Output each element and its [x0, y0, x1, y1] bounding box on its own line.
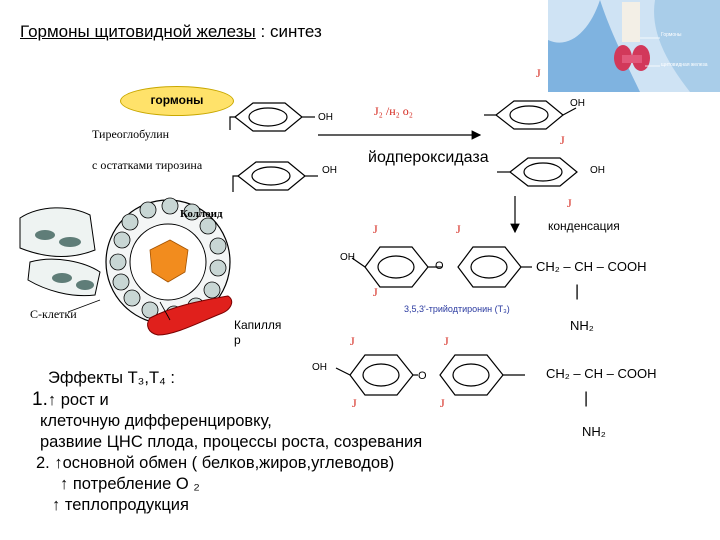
benzene-ring-4 [497, 157, 578, 187]
capillary-label-2: р [234, 333, 241, 347]
t3-o-bridge: О [435, 260, 444, 272]
effects-item1-c: развиие ЦНС плода, процессы роста, созре… [40, 433, 423, 451]
t4-oh: ОН [312, 362, 327, 373]
t4-iodine-a: J [350, 334, 355, 348]
benzene-ring-2 [232, 161, 318, 192]
effects-item4: ↑ теплопродукция [52, 496, 189, 514]
colloid-label: Коллоид [180, 208, 223, 220]
benzene-ring-1 [229, 102, 315, 132]
effects-list: Эффекты Т₃,Т₄ : 1.↑ рост и клеточную диф… [32, 368, 423, 516]
effects-item3: ↑ потребление О ₂ [60, 475, 200, 493]
t3-nh2: NH₂ [570, 318, 594, 333]
effects-item2: 2. ↑основной обмен ( белков,жиров,углево… [36, 454, 395, 472]
effects-heading: Эффекты Т₃,Т₄ : [48, 369, 175, 387]
t4-iodine-d: J [440, 396, 445, 410]
capillary-label-1: Капилля [234, 318, 282, 332]
reagents-label: J₂ /н₂ о₂ [374, 104, 413, 118]
c-cells-label: С-клетки [30, 307, 77, 321]
oh-label-3: ОН [570, 98, 585, 109]
t4-amino-bar: | [584, 390, 589, 407]
title-suffix: : синтез [255, 22, 322, 41]
effects-item1-num: 1. [32, 389, 48, 410]
condensation-label: конденсация [548, 219, 620, 233]
t3-iodine-b: J [456, 222, 461, 236]
t4-nh2: NH₂ [582, 424, 606, 439]
t4-iodine-c: J [352, 396, 357, 410]
t4-iodine-b: J [444, 334, 449, 348]
t3-iodine-a: J [373, 222, 378, 236]
benzene-ring-3 [484, 100, 577, 130]
iodine-3: J [567, 196, 572, 210]
iodine-1: J [536, 66, 541, 80]
thumbnail-label-top: Гормоны [661, 32, 682, 38]
t3-iodine-c: J [373, 285, 378, 299]
t4-o-bridge: О [418, 370, 427, 382]
oh-label-1: ОН [318, 112, 333, 123]
tyrosine-label: с остатками тирозина [92, 158, 203, 172]
t3-side-chain: CH₂ – CH – COOH [536, 259, 647, 274]
slide-title: Гормоны щитовидной железы : синтез [20, 22, 322, 42]
follicle-illustration [19, 197, 233, 336]
iodine-2: J [560, 133, 565, 147]
effects-item1-b: клеточную дифференцировку, [40, 412, 272, 430]
t4-side-chain: CH₂ – CH – COOH [546, 366, 657, 381]
title-main: Гормоны щитовидной железы [20, 22, 256, 41]
t3-molecule [351, 246, 532, 288]
enzyme-label: йодпероксидаза [368, 149, 489, 166]
t3-amino-bar: | [575, 283, 580, 300]
thyroid-thumbnail [548, 0, 720, 92]
oh-label-4: ОН [590, 165, 605, 176]
t3-oh: ОН [340, 252, 355, 263]
thyroglobulin-label: Тиреоглобулин [92, 127, 170, 141]
t4-molecule [335, 354, 525, 396]
effects-item1-a: ↑ рост и [47, 391, 109, 409]
thumbnail-label-bottom: щитовидная железа [661, 62, 708, 68]
hormones-pill: гормоны [120, 86, 234, 116]
t3-name: 3,5,3'-трийодтиронин (Т₃) [404, 304, 510, 314]
oh-label-2: ОН [322, 165, 337, 176]
